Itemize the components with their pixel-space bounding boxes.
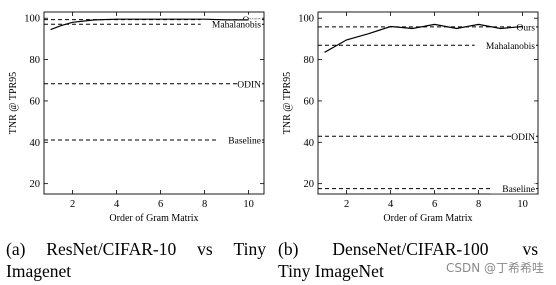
chart-b-x-axis-label: Order of Gram Matrix — [383, 213, 472, 224]
chart-a-y-tick-label-0: 20 — [30, 179, 41, 190]
chart-a-x-tick-label-1: 4 — [114, 199, 120, 210]
chart-b-x-tick-label-2: 6 — [432, 199, 437, 210]
chart-b-ref-label-mahalanobis: Mahalanobis — [486, 42, 535, 52]
chart-b-x-tick-label-4: 10 — [517, 199, 528, 210]
chart-b-ref-label-ours: Ours — [517, 23, 536, 33]
caption-b-label: (b) — [278, 239, 299, 259]
chart-b-ref-label-odin: ODIN — [511, 133, 535, 143]
caption-b: (b) DenseNet/CIFAR-100 vs Tiny ImageNet — [278, 238, 538, 282]
chart-b-ref-label-bg-mahalanobis — [474, 40, 536, 51]
caption-a-model: ResNet/CIFAR-10 — [46, 239, 177, 259]
chart-a-x-axis-label: Order of Gram Matrix — [109, 213, 198, 224]
caption-a-tiny: Tiny — [233, 239, 266, 259]
chart-a-ref-label-bg-baseline — [216, 135, 262, 146]
chart-a-x-tick-label-2: 6 — [158, 199, 163, 210]
caption-a-line1: (a) ResNet/CIFAR-10 vs Tiny — [6, 238, 266, 260]
chart-b-ref-label-bg-ours — [511, 21, 536, 32]
caption-a-vs: vs — [197, 239, 213, 259]
chart-a-y-axis-label: TNR @ TPR95 — [8, 72, 19, 134]
chart-a-ref-label-baseline: Baseline — [228, 137, 261, 147]
caption-a-label: (a) — [6, 239, 26, 259]
chart-a-ref-label-mahalanobis: Mahalanobis — [212, 21, 261, 31]
chart-a-y-tick-label-4: 100 — [24, 14, 40, 25]
chart-b-y-tick-label-4: 100 — [298, 14, 314, 25]
chart-a-x-tick-label-4: 10 — [243, 199, 254, 210]
chart-b-x-tick-label-3: 8 — [476, 199, 481, 210]
chart-b-ref-label-bg-odin — [511, 131, 536, 142]
chart-b-x-tick-label-0: 2 — [344, 199, 349, 210]
caption-b-vs: vs — [522, 239, 538, 259]
chart-a-ref-label-bg-odin — [237, 78, 262, 89]
chart-b-plot-frame — [317, 11, 539, 195]
chart-a-y-tick-label-2: 60 — [30, 96, 41, 107]
chart-b-y-tick-label-2: 60 — [304, 96, 315, 107]
watermark-text: CSDN @丁希希哇 — [445, 261, 544, 275]
chart-b-y-axis-label: TNR @ TPR95 — [282, 72, 293, 134]
chart-a-x-tick-label-0: 2 — [70, 199, 75, 210]
caption-b-line1: (b) DenseNet/CIFAR-100 vs — [278, 238, 538, 260]
chart-b-ref-label-bg-baseline — [490, 183, 536, 194]
caption-b-line2: Tiny ImageNet — [278, 261, 384, 281]
chart-b-y-tick-label-1: 40 — [304, 138, 315, 149]
chart-b-x-tick-label-1: 4 — [388, 199, 394, 210]
chart-a-ref-label-odin: ODIN — [237, 80, 261, 90]
chart-b-series-line-0 — [324, 23, 523, 53]
chart-b-ref-label-baseline: Baseline — [502, 185, 535, 195]
chart-a-ref-label-bg-mahalanobis — [200, 19, 262, 30]
chart-a-series-line-0 — [50, 18, 249, 31]
chart-b-y-tick-label-3: 80 — [304, 55, 315, 66]
chart-a-plot-frame — [43, 11, 265, 195]
chart-b-y-tick-label-0: 20 — [304, 179, 315, 190]
chart-a-y-tick-label-1: 40 — [30, 138, 41, 149]
caption-a: (a) ResNet/CIFAR-10 vs Tiny Imagenet — [6, 238, 266, 282]
caption-a-line2: Imagenet — [6, 261, 72, 281]
caption-b-model: DenseNet/CIFAR-100 — [332, 239, 489, 259]
chart-a-x-tick-label-3: 8 — [202, 199, 207, 210]
chart-a-y-tick-label-3: 80 — [30, 55, 41, 66]
